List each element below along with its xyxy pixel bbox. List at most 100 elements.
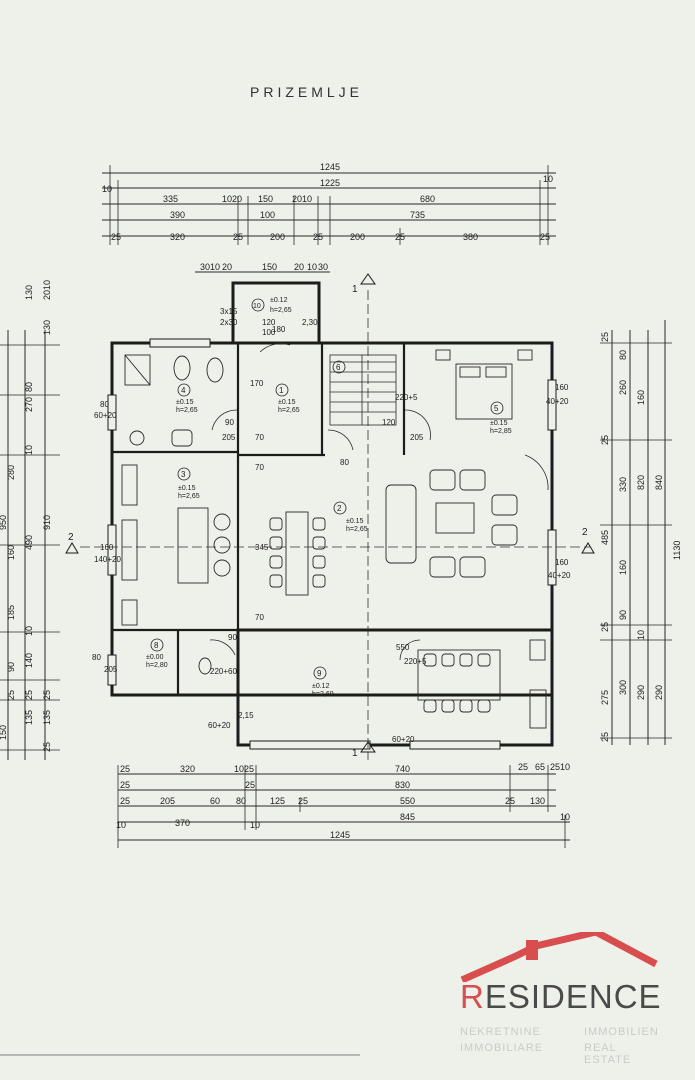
dim-right-in-6: 300	[618, 680, 628, 695]
residence-logo: RESIDENCE NEKRETNINE IMMOBILIEN IMMOBILI…	[456, 932, 666, 1072]
dim-top-r2-0: 10	[102, 184, 112, 194]
dim-top-r5-8: 25	[540, 232, 550, 242]
note-24: 170	[250, 379, 264, 388]
note-19: 550	[396, 643, 410, 652]
note-7: 120	[382, 418, 396, 427]
room-6-num: 6	[336, 363, 341, 372]
dim-bot-r1-5: 65	[535, 762, 545, 772]
dim-top-total: 1245	[320, 162, 340, 172]
dim-left-in-7: 90	[6, 662, 16, 672]
dim-right-small-6: 25	[600, 732, 610, 742]
dim-left-outer-1: 910	[42, 515, 52, 530]
dim-bot-r2-2: 830	[395, 780, 410, 790]
dim-bot-r4-0: 10	[116, 820, 126, 830]
room-4-height: h=2,65	[176, 407, 198, 414]
dim-top-r3-4: 680	[420, 194, 435, 204]
note-25: 180	[272, 325, 286, 334]
dim-bot-total: 1245	[330, 830, 350, 840]
room-5-level: ±0.15	[490, 420, 508, 427]
dim-top-r3-0: 335	[163, 194, 178, 204]
room-5-num: 5	[494, 404, 499, 413]
dim-right-in-3: 160	[618, 560, 628, 575]
logo-sub-1: IMMOBILIEN	[584, 1026, 659, 1038]
section-2-left: 2	[68, 532, 74, 543]
dim-bot-r3-2: 60	[210, 796, 220, 806]
note-6: 220+5	[395, 393, 418, 402]
dim-top-r5-1: 320	[170, 232, 185, 242]
note-26: 80	[340, 458, 349, 467]
dim-bot-r3-5: 25	[298, 796, 308, 806]
dim-bot-r4-2: 10	[250, 820, 260, 830]
dim-bot-r4-1: 370	[175, 818, 190, 828]
dim-top-r6-5: 30	[318, 262, 328, 272]
note-5: 205	[222, 433, 236, 442]
dim-top-r2-1: 1225	[320, 178, 340, 188]
note-31: 2,30	[302, 318, 318, 327]
dim-right-in-0: 260	[618, 380, 628, 395]
dim-top-r6-4: 10	[307, 262, 317, 272]
dim-left-small-2: 10	[24, 626, 34, 636]
note-3: 140+20	[94, 555, 121, 564]
dim-left-in-1: 270	[24, 397, 34, 412]
dim-bot-r1-6: 2510	[550, 762, 570, 772]
dim-left-small-1: 10	[24, 445, 34, 455]
dim-left-outer-0: 950	[0, 515, 8, 530]
dim-right-outer-2: 820	[636, 475, 646, 490]
room-3-num: 3	[181, 470, 186, 479]
room-8-num: 8	[154, 641, 159, 650]
dim-right-small-0: 25	[600, 332, 610, 342]
room-2-num: 2	[337, 504, 342, 513]
room-3-height: h=2,65	[178, 493, 200, 500]
dim-top-r6-3: 20	[294, 262, 304, 272]
dim-left-in-10: 25	[42, 742, 52, 752]
dim-top-r6-0: 3010	[200, 262, 220, 272]
dim-top-r5-6: 25	[395, 232, 405, 242]
note-10: 160	[555, 558, 569, 567]
dim-top-r4-1: 100	[260, 210, 275, 220]
dim-left-in-3: 490	[24, 535, 34, 550]
dim-right-in-1: 330	[618, 477, 628, 492]
dim-top-r5-4: 25	[313, 232, 323, 242]
section-2-right: 2	[582, 527, 588, 538]
logo-sub-3: REAL ESTATE	[584, 1042, 632, 1066]
note-15: 90	[228, 633, 237, 642]
dim-bot-r3-6: 550	[400, 796, 415, 806]
note-29: 345	[255, 543, 269, 552]
room-1-level: ±0.15	[278, 399, 296, 406]
dim-top-r3-1: 1020	[222, 194, 242, 204]
dim-top-r5-7: 380	[463, 232, 478, 242]
note-21: 60+20	[392, 735, 415, 744]
room-9-level: ±0.12	[312, 683, 330, 690]
dim-right-outer-3: 290	[654, 685, 664, 700]
dim-top-r2-2: 10	[543, 174, 553, 184]
section-1-top: 1	[352, 284, 358, 295]
note-30: 70	[255, 613, 264, 622]
plan-title: PRIZEMLJE	[250, 84, 364, 100]
room-10-num: 10	[253, 303, 261, 310]
note-8: 160	[555, 383, 569, 392]
dim-top-r5-0: 25	[111, 232, 121, 242]
dim-right-in-7: 290	[636, 685, 646, 700]
logo-sub-0: NEKRETNINE	[460, 1026, 541, 1038]
dim-right-outer-1: 840	[654, 475, 664, 490]
dim-right-in-4: 90	[618, 610, 628, 620]
dim-left-in-0: 130	[42, 320, 52, 335]
room-8-level: ±0.00	[146, 654, 164, 661]
note-4: 90	[225, 418, 234, 427]
dim-left-small-5: 25	[42, 690, 52, 700]
dim-bot-r3-8: 130	[530, 796, 545, 806]
dim-left-in-9: 135	[42, 710, 52, 725]
note-27: 70	[255, 463, 264, 472]
dim-top-r3-3: 2010	[292, 194, 312, 204]
dim-right-in-2: 485	[600, 530, 610, 545]
section-1-bottom: 1	[352, 748, 358, 759]
dim-left-in-2: 280	[6, 465, 16, 480]
note-2: 160	[100, 543, 114, 552]
dim-right-small-3: 25	[600, 435, 610, 445]
dim-bot-r4-4: 10	[560, 812, 570, 822]
note-17: 2,15	[238, 711, 254, 720]
note-16: 220+60	[210, 667, 237, 676]
room-2-height: h=2,65	[346, 526, 368, 533]
dim-top-r5-3: 200	[270, 232, 285, 242]
note-18: 60+20	[208, 721, 231, 730]
